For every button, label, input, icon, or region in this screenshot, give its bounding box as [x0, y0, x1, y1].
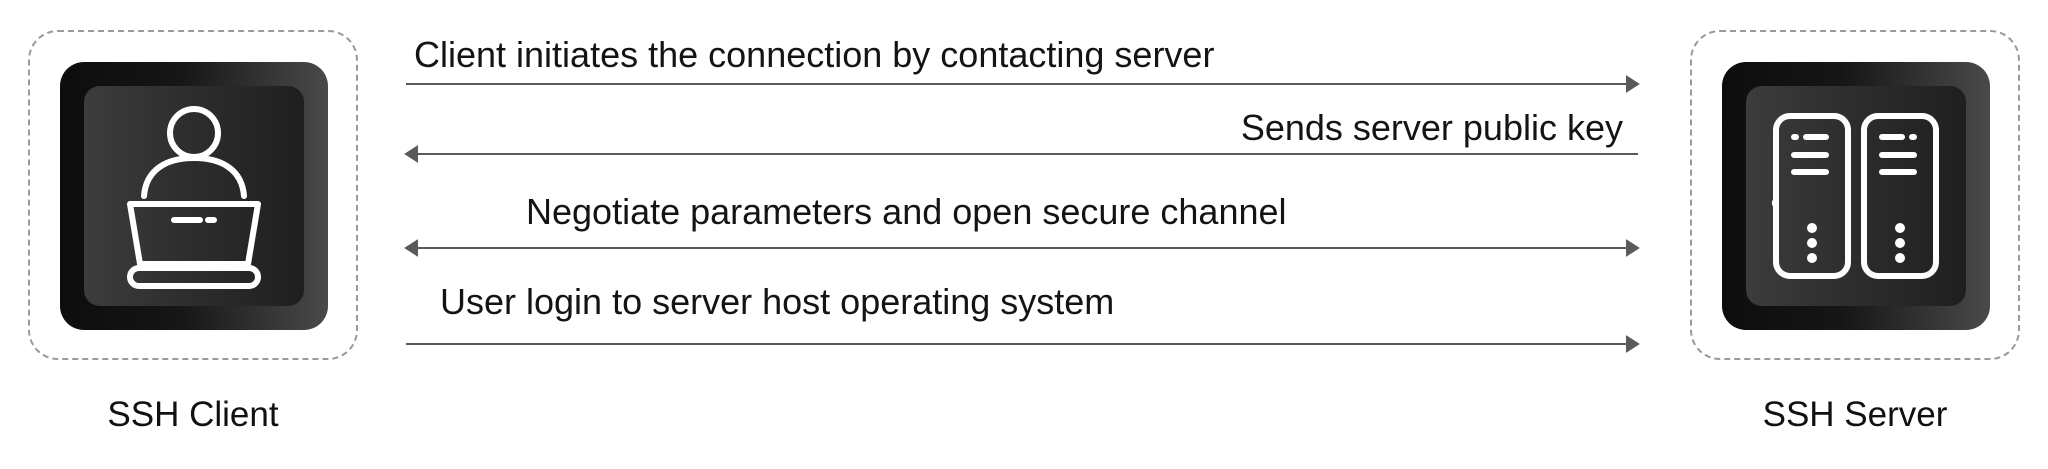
message-2-arrowhead: [404, 145, 418, 163]
server-rack-icon: [1772, 113, 1939, 279]
ssh-client-label: SSH Client: [107, 395, 279, 434]
server-tile-inner: [1746, 86, 1966, 306]
client-tile: [60, 62, 328, 330]
ssh-client-node: [28, 30, 358, 360]
message-4-label: User login to server host operating syst…: [440, 281, 1115, 322]
message-3-arrowhead-right: [1626, 239, 1640, 257]
message-1-label: Client initiates the connection by conta…: [414, 34, 1215, 75]
user-laptop-icon: [127, 106, 261, 289]
client-tile-inner: [84, 86, 304, 306]
message-1-arrowhead: [1626, 75, 1640, 93]
message-3-label: Negotiate parameters and open secure cha…: [526, 191, 1287, 232]
message-4-arrowhead: [1626, 335, 1640, 353]
ssh-server-label: SSH Server: [1762, 395, 1948, 434]
ssh-server-node: [1690, 30, 2020, 360]
message-2-label: Sends server public key: [1240, 107, 1623, 148]
server-tile: [1722, 62, 1990, 330]
message-3-arrowhead-left: [404, 239, 418, 257]
